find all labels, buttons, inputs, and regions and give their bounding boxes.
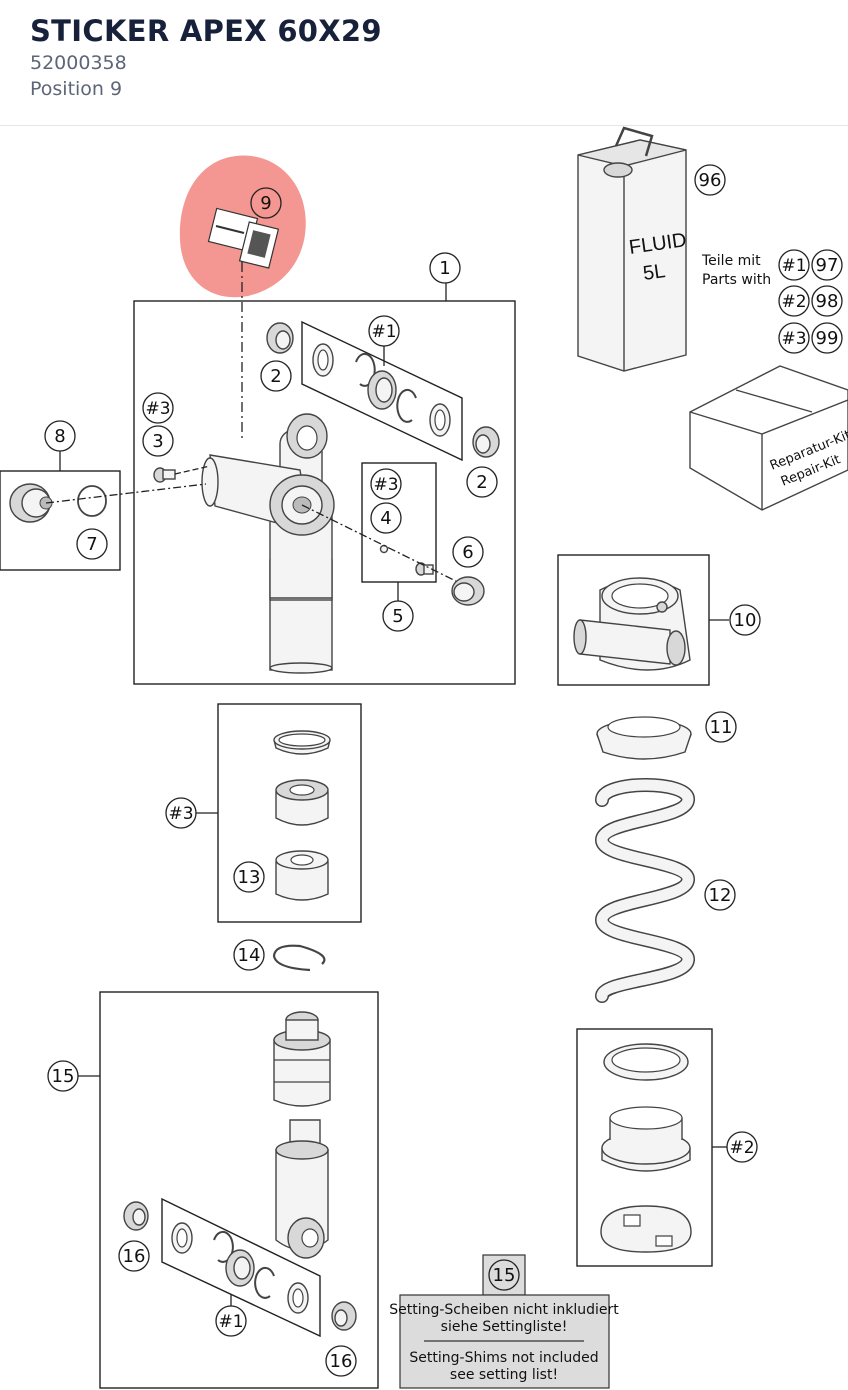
cap-part[interactable] (451, 576, 485, 606)
callout-3[interactable]: 3 (142, 425, 174, 457)
svg-text:12: 12 (709, 885, 732, 906)
svg-text:#2: #2 (729, 1138, 754, 1158)
svg-text:2: 2 (476, 472, 487, 493)
svg-text:15: 15 (493, 1265, 516, 1286)
note-de-line1: Setting-Scheiben nicht inkludiert (389, 1302, 619, 1318)
damper-rod-assembly-part[interactable] (273, 1011, 331, 1259)
reservoir-part[interactable] (573, 577, 691, 671)
callout-7[interactable]: 7 (76, 528, 108, 560)
callout-hash2[interactable]: #2 (726, 1131, 758, 1163)
bushing-part[interactable] (266, 322, 500, 458)
fluid-volume: 5L (642, 260, 667, 285)
bushing-part-lower[interactable] (123, 1201, 357, 1331)
page-header: STICKER APEX 60X29 52000358 Position 9 (0, 0, 848, 126)
legend-teile-mit: Teile mit (701, 253, 761, 269)
bleed-screw-part[interactable] (153, 467, 176, 483)
svg-text:#2: #2 (781, 292, 806, 312)
callout-8[interactable]: 8 (44, 420, 76, 452)
svg-text:96: 96 (699, 170, 722, 191)
callout-97[interactable]: 97 (811, 249, 843, 281)
assembly-box-1 (133, 300, 516, 685)
svg-text:97: 97 (816, 255, 839, 276)
svg-text:8: 8 (54, 426, 65, 447)
callout-11[interactable]: 11 (705, 711, 737, 743)
repair-kit-part[interactable] (689, 365, 848, 511)
svg-text:#3: #3 (145, 399, 170, 419)
svg-text:5: 5 (392, 606, 403, 627)
callout-hash1-legend[interactable]: #1 (778, 249, 810, 281)
sticker-part[interactable] (207, 207, 280, 269)
callout-2-right[interactable]: 2 (466, 466, 498, 498)
note-en-line1: Setting-Shims not included (409, 1350, 598, 1366)
svg-text:3: 3 (152, 431, 163, 452)
callout-14[interactable]: 14 (233, 939, 265, 971)
svg-text:13: 13 (238, 867, 261, 888)
spring-seat-part[interactable] (596, 716, 692, 760)
callout-6[interactable]: 6 (452, 536, 484, 568)
svg-text:15: 15 (52, 1066, 75, 1087)
svg-text:#1: #1 (371, 322, 396, 342)
svg-text:11: 11 (710, 717, 733, 738)
circlip-part[interactable] (272, 944, 326, 972)
callout-15-note[interactable]: 15 (488, 1259, 520, 1291)
callout-hash1-upper[interactable]: #1 (368, 315, 400, 347)
callout-hash3-valve[interactable]: #3 (370, 468, 402, 500)
callout-hash1-lower[interactable]: #1 (215, 1305, 247, 1337)
seal-kit-parts-lower[interactable] (171, 1222, 309, 1314)
svg-text:#3: #3 (373, 475, 398, 495)
note-en-line2: see setting list! (450, 1367, 558, 1383)
callout-hash3-legend[interactable]: #3 (778, 322, 810, 354)
callout-98[interactable]: 98 (811, 285, 843, 317)
svg-text:16: 16 (330, 1351, 353, 1372)
part-number: 52000358 (30, 52, 127, 74)
callout-9[interactable]: 9 (250, 187, 282, 219)
callout-2-left[interactable]: 2 (260, 360, 292, 392)
callout-15[interactable]: 15 (47, 1060, 79, 1092)
callout-10[interactable]: 10 (729, 604, 761, 636)
callout-hash3-kit[interactable]: #3 (165, 797, 197, 829)
callout-16-right[interactable]: 16 (325, 1345, 357, 1377)
svg-text:#1: #1 (218, 1312, 243, 1332)
svg-text:#3: #3 (168, 804, 193, 824)
callout-1[interactable]: 1 (429, 252, 461, 284)
callout-5[interactable]: 5 (382, 600, 414, 632)
svg-text:2: 2 (270, 366, 281, 387)
svg-text:9: 9 (260, 193, 271, 214)
svg-text:98: 98 (816, 291, 839, 312)
svg-text:99: 99 (816, 328, 839, 349)
svg-text:16: 16 (123, 1246, 146, 1267)
position-label: Position 9 (30, 78, 123, 100)
svg-text:14: 14 (238, 945, 261, 966)
callout-16-left[interactable]: 16 (118, 1240, 150, 1272)
svg-text:#1: #1 (781, 256, 806, 276)
svg-text:7: 7 (86, 534, 97, 555)
svg-text:1: 1 (439, 258, 450, 279)
reservoir-piston-part[interactable] (9, 483, 107, 523)
svg-text:6: 6 (462, 542, 473, 563)
callout-hash3-screw[interactable]: #3 (142, 392, 174, 424)
callout-13[interactable]: 13 (233, 861, 265, 893)
callout-12[interactable]: 12 (704, 879, 736, 911)
compression-valve-parts[interactable] (273, 730, 331, 901)
legend-parts-with: Parts with (702, 272, 771, 288)
callout-4[interactable]: 4 (370, 502, 402, 534)
spring-retainer-parts[interactable] (600, 1043, 692, 1253)
callout-96[interactable]: 96 (694, 164, 726, 196)
callout-99[interactable]: 99 (811, 322, 843, 354)
svg-text:4: 4 (380, 508, 391, 529)
fluid-can-part[interactable] (577, 126, 687, 372)
spring-part[interactable] (594, 778, 695, 1003)
valve-parts[interactable] (379, 544, 434, 576)
page-title: STICKER APEX 60X29 (30, 14, 382, 48)
svg-text:#3: #3 (781, 329, 806, 349)
seal-kit-parts[interactable] (312, 343, 451, 437)
callout-hash2-legend[interactable]: #2 (778, 285, 810, 317)
note-de-line2: siehe Settingliste! (441, 1319, 568, 1335)
shock-body-part[interactable] (201, 413, 335, 674)
svg-text:10: 10 (734, 610, 757, 631)
